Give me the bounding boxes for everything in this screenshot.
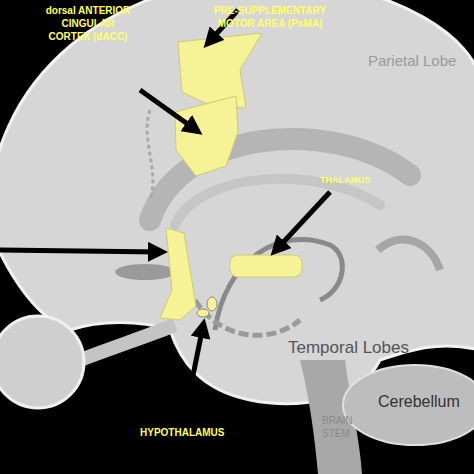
fornix <box>215 239 342 330</box>
lobe-label: Parietal Lobe <box>368 52 474 70</box>
thalamus-region <box>230 255 302 277</box>
leader-arrow <box>140 90 196 130</box>
ventricle <box>115 264 175 280</box>
lobe-label: Temporal Lobes <box>288 338 448 358</box>
region-label: HYPOTHALAMUS <box>140 426 250 439</box>
lateral-ventricle <box>175 179 380 225</box>
hypothalamus-region <box>197 309 209 317</box>
cingulate-sulcus <box>147 110 153 200</box>
eyeball <box>0 316 84 408</box>
leader-arrow <box>276 192 330 250</box>
cerebellum-shape <box>343 365 474 445</box>
region-label: THALAMUS <box>320 174 400 186</box>
optic-nerve <box>80 325 175 360</box>
psma-region <box>178 33 262 108</box>
structure-label: Cerebellum <box>378 392 474 411</box>
leader-arrow <box>186 326 203 410</box>
pineal-region <box>378 240 440 270</box>
region-label: PRE-SUPPLEMENTARY MOTOR AREA (PsMA) <box>200 4 340 30</box>
dacc-region <box>175 96 238 176</box>
striatum-region <box>160 228 196 320</box>
structure-label: BRAIN STEM <box>322 414 366 440</box>
leader-arrow <box>0 250 160 252</box>
region-label: dorsal ANTERIOR CINGULAR CORTEX (dACC) <box>40 4 136 43</box>
hypothalamus-region <box>207 297 217 311</box>
